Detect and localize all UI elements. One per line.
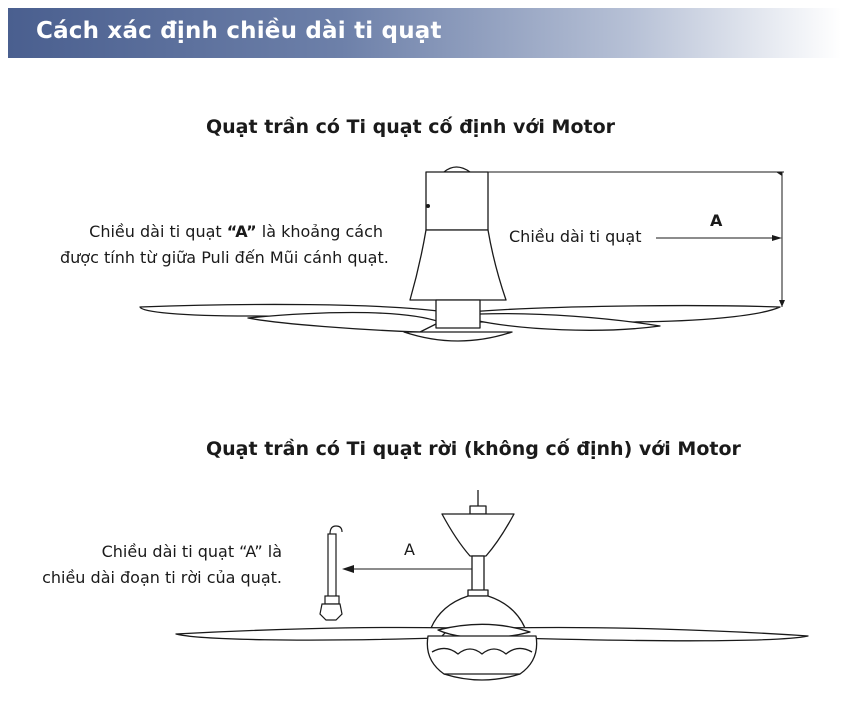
- rod-coupling: [467, 589, 489, 597]
- separate-rod-hook: [329, 525, 343, 535]
- section2-note: Chiều dài ti quạt “A” là chiều dài đoạn …: [20, 539, 282, 591]
- ceiling-canopy: [441, 513, 515, 557]
- fan-blade-right-inner: [473, 312, 661, 331]
- page-title: Cách xác định chiều dài ti quạt: [36, 18, 442, 44]
- section2-note-line1: Chiều dài ti quạt “A” là: [101, 542, 282, 561]
- hanger-bracket: [469, 505, 487, 515]
- fan-blade-left: [175, 626, 451, 641]
- light-kit-bottom: [443, 673, 521, 681]
- fan-blade-left-inner: [247, 311, 441, 333]
- section2-dimension-letter: A: [404, 540, 415, 559]
- section1-dimension-label: Chiều dài ti quạt: [509, 227, 642, 246]
- light-kit: [426, 635, 538, 675]
- motor-cylinder: [425, 171, 489, 231]
- fan-hub: [435, 299, 481, 329]
- light-kit-wave: [431, 647, 533, 655]
- dimension-arrowhead: [342, 565, 354, 573]
- separate-rod: [327, 533, 337, 599]
- section1-note: Chiều dài ti quạt “A” là khoảng cách đượ…: [60, 219, 389, 271]
- dimension-arrow-top: [776, 172, 782, 176]
- section1-note-line1: Chiều dài ti quạt “A” là khoảng cách: [89, 222, 383, 241]
- section2-title: Quạt trần có Ti quạt rời (không cố định)…: [206, 438, 741, 460]
- fan-blade-right: [505, 626, 809, 642]
- separate-rod-collar: [324, 595, 340, 605]
- header-banner: Cách xác định chiều dài ti quạt: [8, 8, 841, 58]
- downrod: [471, 555, 485, 593]
- section2-note-line2: chiều dài đoạn ti rời của quạt.: [42, 568, 282, 587]
- section1-note-line2: được tính từ giữa Puli đến Mũi cánh quạt…: [60, 248, 389, 267]
- motor-flare: [409, 229, 507, 301]
- light-cover: [403, 331, 513, 342]
- dimension-arrow-bottom: [779, 300, 785, 307]
- section1-title: Quạt trần có Ti quạt cố định với Motor: [206, 116, 616, 138]
- puli-dot: [426, 204, 430, 208]
- separate-rod-end: [319, 603, 343, 621]
- motor-body: [430, 595, 526, 629]
- dimension-arrow-mid: [772, 235, 782, 241]
- section1-dimension-letter: A: [710, 211, 723, 230]
